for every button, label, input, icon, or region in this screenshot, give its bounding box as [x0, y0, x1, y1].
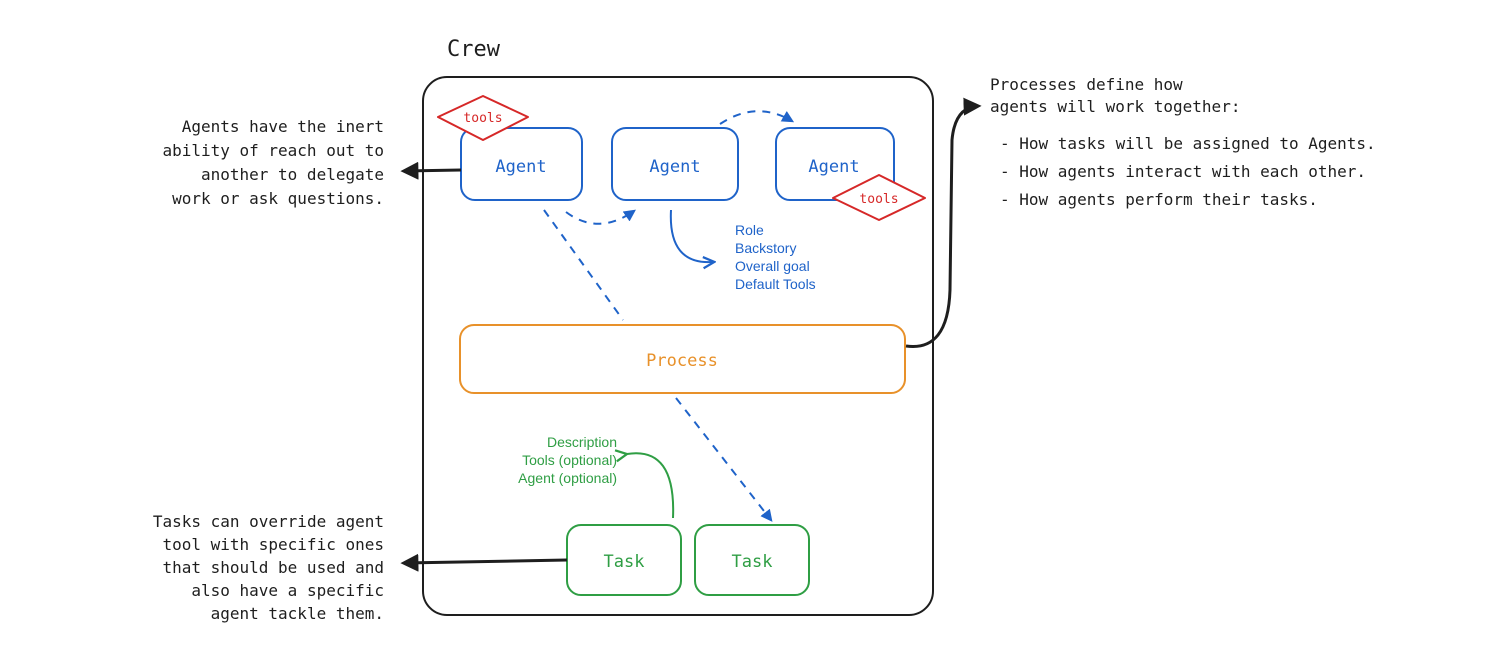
tasks-override-note: Tasks can override agent tool with speci… — [153, 512, 384, 623]
tools-badge: tools — [832, 174, 926, 221]
note-line: work or ask questions. — [172, 189, 384, 208]
agent-attributes-arrow — [669, 209, 713, 262]
note-bullet: - How agents perform their tasks. — [1000, 190, 1318, 209]
tools-badge: tools — [437, 95, 529, 141]
note-line: ability of reach out to — [162, 141, 384, 160]
task-attributes-list: Description Tools (optional) Agent (opti… — [518, 434, 617, 486]
agent-to-process-link — [543, 209, 624, 321]
task-node: Task — [566, 524, 682, 596]
tools-badge-label: tools — [463, 111, 502, 126]
task-node: Task — [694, 524, 810, 596]
agent-label: Agent — [649, 157, 700, 177]
processes-note: Processes define how agents will work to… — [990, 75, 1376, 209]
task-label: Task — [604, 552, 645, 572]
agent-to-agent-arrow — [565, 209, 636, 225]
note-line: Tasks can override agent — [153, 512, 384, 531]
process-label: Process — [646, 351, 718, 371]
agent-attributes-list: Role Backstory Overall goal Default Tool… — [735, 222, 816, 292]
agent-attribute: Role — [735, 222, 764, 238]
agent-node: Agent — [460, 127, 583, 201]
note-line: Processes define how — [990, 75, 1183, 94]
agent-attribute: Default Tools — [735, 276, 816, 292]
task-attribute: Description — [547, 434, 617, 450]
task-attribute: Tools (optional) — [522, 452, 617, 468]
task-attributes-arrow — [627, 453, 675, 519]
agent-label: Agent — [495, 157, 546, 177]
note-line: another to delegate — [201, 165, 384, 184]
note-line: tool with specific ones — [162, 535, 384, 554]
note-line: that should be used and — [162, 558, 384, 577]
note-line: agents will work together: — [990, 97, 1240, 116]
note-line: agent tackle them. — [211, 604, 384, 623]
process-note-arrow — [905, 97, 982, 349]
agents-delegation-note: Agents have the inert ability of reach o… — [162, 117, 384, 208]
agent-attribute: Backstory — [735, 240, 796, 256]
task-attribute: Agent (optional) — [518, 470, 617, 486]
crew-title: Crew — [447, 37, 501, 62]
note-bullet: - How agents interact with each other. — [1000, 162, 1366, 181]
tools-badge-label: tools — [859, 192, 898, 207]
process-node: Process — [459, 324, 906, 394]
agent-node: Agent — [611, 127, 739, 201]
agent-attribute: Overall goal — [735, 258, 810, 274]
agent-label: Agent — [808, 157, 859, 177]
note-bullet: - How tasks will be assigned to Agents. — [1000, 134, 1376, 153]
task-note-arrow — [400, 553, 568, 572]
note-line: also have a specific — [191, 581, 384, 600]
agent-to-agent-arrow — [719, 110, 795, 125]
note-line: Agents have the inert — [182, 117, 384, 136]
process-to-task-arrow — [675, 397, 773, 522]
crew-container — [422, 76, 934, 616]
task-label: Task — [732, 552, 773, 572]
agent-note-arrow — [400, 161, 462, 180]
